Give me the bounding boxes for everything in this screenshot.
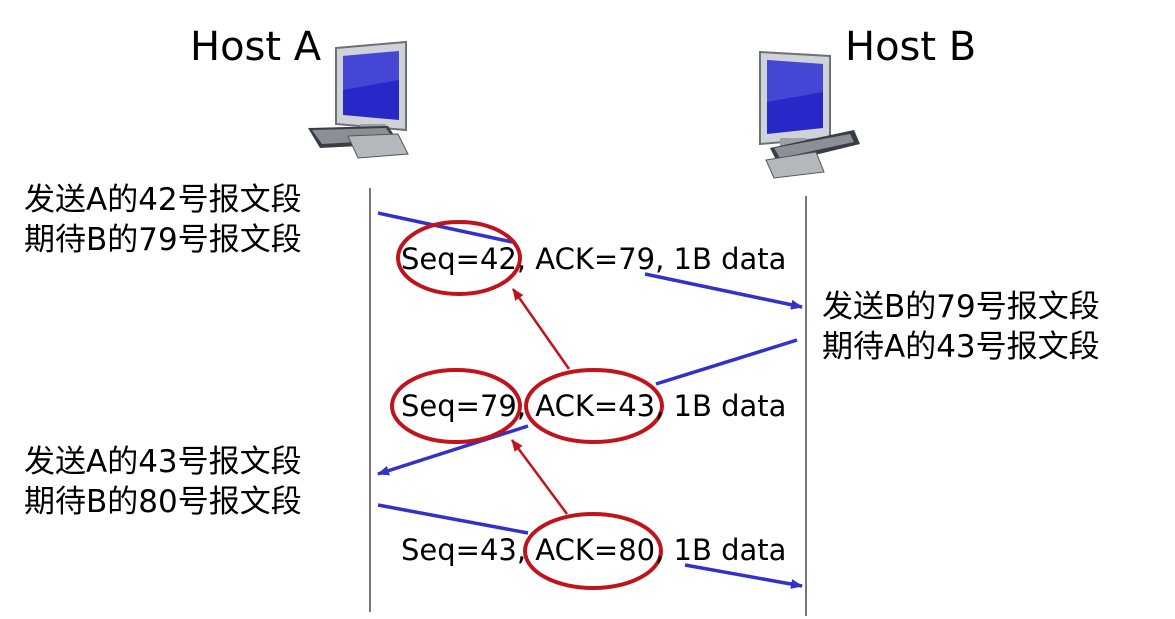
message-arrow-3a <box>377 503 529 535</box>
message-arrow-3b <box>684 563 803 589</box>
highlight-ack-43 <box>524 368 664 444</box>
segment-1-label: Seq=42, ACK=79, 1B data <box>401 242 786 276</box>
message-arrow-1b <box>644 272 803 310</box>
segment-3-seq: Seq=43, <box>401 533 527 567</box>
host-a-note-1-line-2: 期待B的79号报文段 <box>24 222 302 258</box>
segment-3-ack: ACK=80, <box>535 533 665 567</box>
segment-2-ack: ACK=43, <box>535 389 665 423</box>
segment-2-seq: Seq=79, <box>401 389 527 423</box>
host-a-note-2-line-2: 期待B的80号报文段 <box>24 484 302 520</box>
segment-2-label: Seq=79, ACK=43, 1B data <box>401 389 786 423</box>
host-a-note-2-line-1: 发送A的43号报文段 <box>24 444 302 480</box>
segment-2-data: 1B data <box>673 389 787 423</box>
highlight-seq-42 <box>396 220 522 296</box>
host-a-title: Host A <box>190 24 322 70</box>
host-b-title: Host B <box>845 24 977 70</box>
host-b-note: 发送B的79号报文段 期待A的43号报文段 <box>822 287 1100 367</box>
computer-icon-host-a <box>308 40 409 159</box>
segment-1-data: 1B data <box>673 242 787 276</box>
message-arrow-1a <box>377 211 513 244</box>
segment-1-ack: ACK=79, <box>535 242 665 276</box>
segment-3-label: Seq=43, ACK=80, 1B data <box>401 533 786 567</box>
segment-1-seq: Seq=42, <box>401 242 527 276</box>
host-b-note-line-2: 期待A的43号报文段 <box>822 329 1100 365</box>
host-a-note-2: 发送A的43号报文段 期待B的80号报文段 <box>24 442 302 522</box>
host-b-note-line-1: 发送B的79号报文段 <box>822 289 1100 325</box>
message-arrow-2b <box>377 424 529 476</box>
highlight-ack-80 <box>523 512 663 590</box>
segment-3-data: 1B data <box>673 533 787 567</box>
computer-icon-host-b <box>759 50 860 179</box>
host-a-note-1-line-1: 发送A的42号报文段 <box>24 182 302 218</box>
relation-arrow-ack43-to-seq42 <box>511 288 571 370</box>
host-a-note-1: 发送A的42号报文段 期待B的79号报文段 <box>24 180 302 260</box>
message-arrow-2a <box>655 338 798 386</box>
relation-arrow-ack80-to-seq79 <box>510 439 569 515</box>
highlight-seq-79 <box>390 368 522 444</box>
